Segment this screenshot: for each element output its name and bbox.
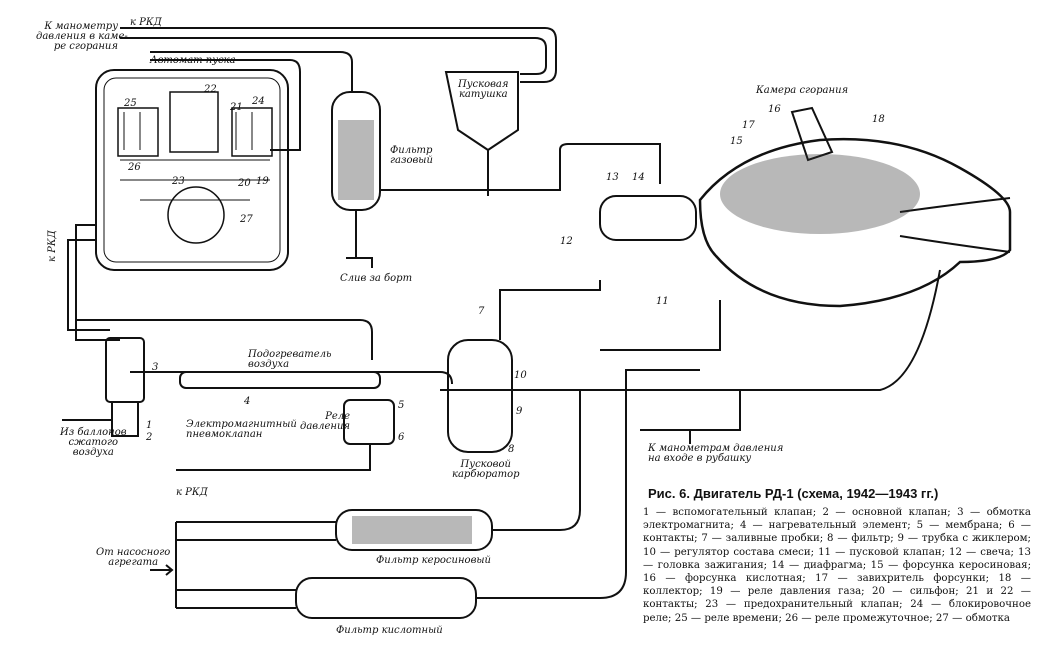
callout-19: 19 [256, 176, 269, 187]
callout-4: 4 [244, 396, 251, 407]
callout-9: 9 [516, 406, 523, 417]
label-start-carburetor: Пусковой карбюратор [452, 459, 520, 480]
callout-25: 25 [124, 98, 137, 109]
label-electro-valve: Электромагнитный пневмоклапан [186, 419, 297, 440]
pipe-rkd-bottom [176, 444, 371, 471]
callout-22: 22 [204, 84, 217, 95]
starter-disk [167, 186, 225, 244]
gas-filter-fill [338, 120, 374, 200]
callout-12: 12 [560, 236, 573, 247]
callout-23: 23 [172, 176, 185, 187]
pipe-manometer-jacket [640, 390, 741, 444]
label-pressure-relay: Реле давления [300, 411, 351, 432]
callout-6: 6 [398, 432, 405, 443]
relay-25 [117, 107, 159, 157]
callout-26: 26 [128, 162, 141, 173]
gas-line-to-chamber [380, 143, 661, 191]
label-combustion-chamber: Камера сгорания [756, 85, 849, 96]
label-rkd-side: к РКД [47, 230, 58, 262]
injector-cluster [790, 106, 834, 162]
label-start-coil: Пусковая катушка [458, 79, 509, 100]
electro-valve [105, 337, 145, 403]
label-start-automat: Автомат пуска [150, 55, 236, 66]
callout-15: 15 [730, 136, 743, 147]
callout-16: 16 [768, 104, 781, 115]
figure-legend: 1 — вспомогательный клапан; 2 — основной… [643, 507, 1031, 624]
callout-3: 3 [152, 362, 159, 373]
callout-2: 2 [146, 432, 153, 443]
callout-24: 24 [252, 96, 265, 107]
pipe-kero-in [176, 521, 336, 541]
label-from-cylinders: Из баллонов сжатого воздуха [60, 427, 127, 458]
label-rkd-bottom: к РКД [176, 487, 208, 498]
pipe-kero-out [492, 390, 581, 531]
pipe-heater-2 [130, 371, 453, 385]
callout-14: 14 [632, 172, 645, 183]
callout-7: 7 [478, 306, 485, 317]
label-rkd-top: к РКД [130, 17, 162, 28]
callout-11: 11 [656, 296, 669, 307]
label-manometer-chamber: К манометру давления в каме- ре сгорания [36, 21, 128, 52]
relay-24 [231, 107, 273, 157]
air-heater [179, 371, 381, 389]
callout-1: 1 [146, 420, 153, 431]
callout-21: 21 [230, 102, 243, 113]
pipe-carb-up [499, 280, 601, 340]
arrow-pump [150, 564, 174, 576]
start-automat-inner [103, 77, 281, 263]
pipe-heater [76, 319, 373, 360]
label-manometers-jacket: К манометрам давления на входе в рубашку [648, 443, 784, 464]
pipe-top-2 [120, 37, 547, 75]
label-drain-overboard: Слив за борт [340, 273, 413, 284]
callout-27: 27 [240, 214, 253, 225]
callout-18: 18 [872, 114, 885, 125]
start-coil [444, 71, 519, 152]
combustion-chamber [698, 137, 1012, 308]
pipe-top-1 [120, 27, 557, 83]
figure-caption-title: Рис. 6. Двигатель РД-1 (схема, 1942—1943… [648, 486, 939, 501]
label-air-heater: Подогреватель воздуха [248, 349, 332, 370]
acid-filter [295, 577, 477, 619]
chamber-nozzle [899, 197, 1011, 253]
gas-filter-outlet [346, 210, 373, 268]
pipe-right-acid [600, 300, 721, 351]
callout-5: 5 [398, 400, 405, 411]
label-gas-filter: Фильтр газовый [390, 145, 433, 166]
pressure-relay [343, 399, 395, 445]
pipe-acid-out [476, 369, 700, 599]
label-acid-filter: Фильтр кислотный [336, 625, 443, 636]
pipe-right-kero [440, 269, 941, 391]
automat-wiring [120, 112, 270, 201]
pipe-acid-in [176, 589, 296, 609]
label-from-pump: От насосного агрегата [96, 547, 171, 568]
kerosene-filter-fill [352, 516, 472, 544]
ignition-head [599, 195, 697, 241]
pipe-left-2 [67, 239, 110, 331]
pipe-top-4 [150, 59, 301, 151]
callout-13: 13 [606, 172, 619, 183]
callout-8: 8 [508, 444, 515, 455]
callout-20: 20 [238, 178, 251, 189]
start-carburetor [447, 339, 513, 453]
start-automat-box [95, 69, 289, 271]
label-kerosene-filter: Фильтр керосиновый [376, 555, 491, 566]
callout-17: 17 [742, 120, 755, 131]
pipe-left-1 [75, 224, 120, 341]
relay-center [169, 91, 219, 153]
callout-10: 10 [514, 370, 527, 381]
pipe-top-3 [150, 51, 353, 92]
chamber-fill [720, 154, 920, 234]
